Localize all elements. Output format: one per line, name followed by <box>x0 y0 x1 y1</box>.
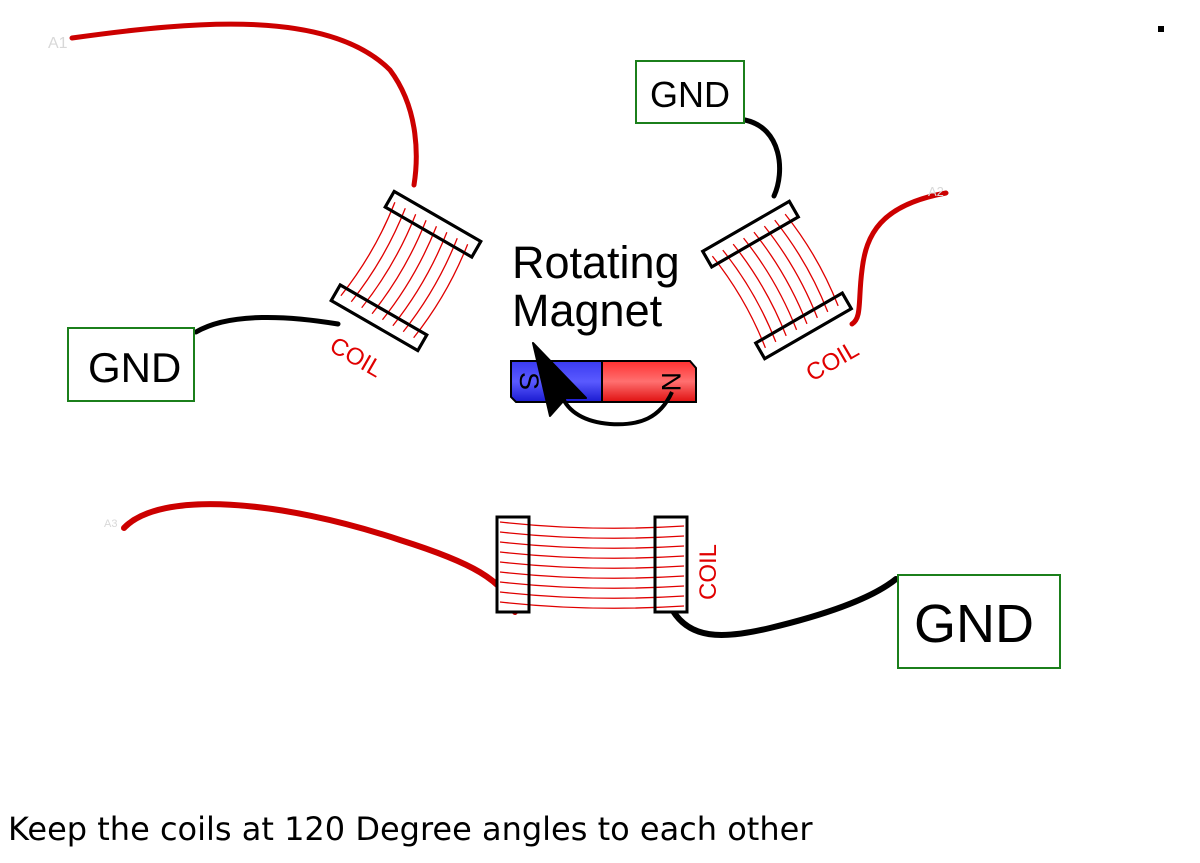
coil-1-ground-wire[interactable] <box>193 314 341 335</box>
coil-3-body <box>495 515 689 614</box>
rotating-magnet: Rotating Magnet S N <box>510 237 697 427</box>
coil-2: A2 COIL GND <box>635 60 949 387</box>
coil-3-terminal-label: A3 <box>104 518 117 530</box>
rotation-arrow-icon <box>532 342 674 427</box>
coil-2-windings <box>711 213 839 349</box>
coil-1-gnd-label: GND <box>88 344 181 391</box>
magnet-north-pole <box>601 360 697 403</box>
coil-2-ground-wire[interactable] <box>742 117 782 199</box>
coil-1-gnd-box <box>67 327 195 402</box>
corner-dot <box>1158 26 1164 32</box>
coil-1-terminal-label: A1 <box>48 35 68 52</box>
magnet-title-line2: Magnet <box>512 285 663 336</box>
coil-2-body <box>700 199 854 361</box>
magnet-south-label: S <box>514 372 544 390</box>
coil-1-label: COIL <box>325 332 387 383</box>
coil-1: A1 COIL GND <box>48 21 483 402</box>
instruction-note: Keep the coils at 120 Degree angles to e… <box>8 810 813 848</box>
coil-3-label: COIL <box>695 544 722 600</box>
coil-1-signal-wire[interactable] <box>69 21 419 188</box>
coil-3-windings <box>499 521 685 609</box>
coil-2-gnd-label: GND <box>650 74 730 115</box>
coil-1-body <box>329 189 483 353</box>
magnet-title-line1: Rotating <box>512 237 680 288</box>
coil-3-signal-wire[interactable] <box>121 501 518 615</box>
coil-2-gnd-box <box>635 60 745 124</box>
coil-2-top-core <box>700 199 801 269</box>
coil-1-windings <box>340 201 469 339</box>
coil-3-gnd-label: GND <box>914 594 1034 654</box>
coil-3: A3 COIL GND <box>104 501 1061 669</box>
coil-2-terminal-label: A2 <box>928 184 944 199</box>
coil-2-signal-wire[interactable] <box>849 190 949 327</box>
coil-3-gnd-box <box>897 574 1061 669</box>
coil-2-label: COIL <box>802 336 864 387</box>
coil-3-ground-wire[interactable] <box>670 576 899 639</box>
magnet-north-label: N <box>656 372 686 392</box>
